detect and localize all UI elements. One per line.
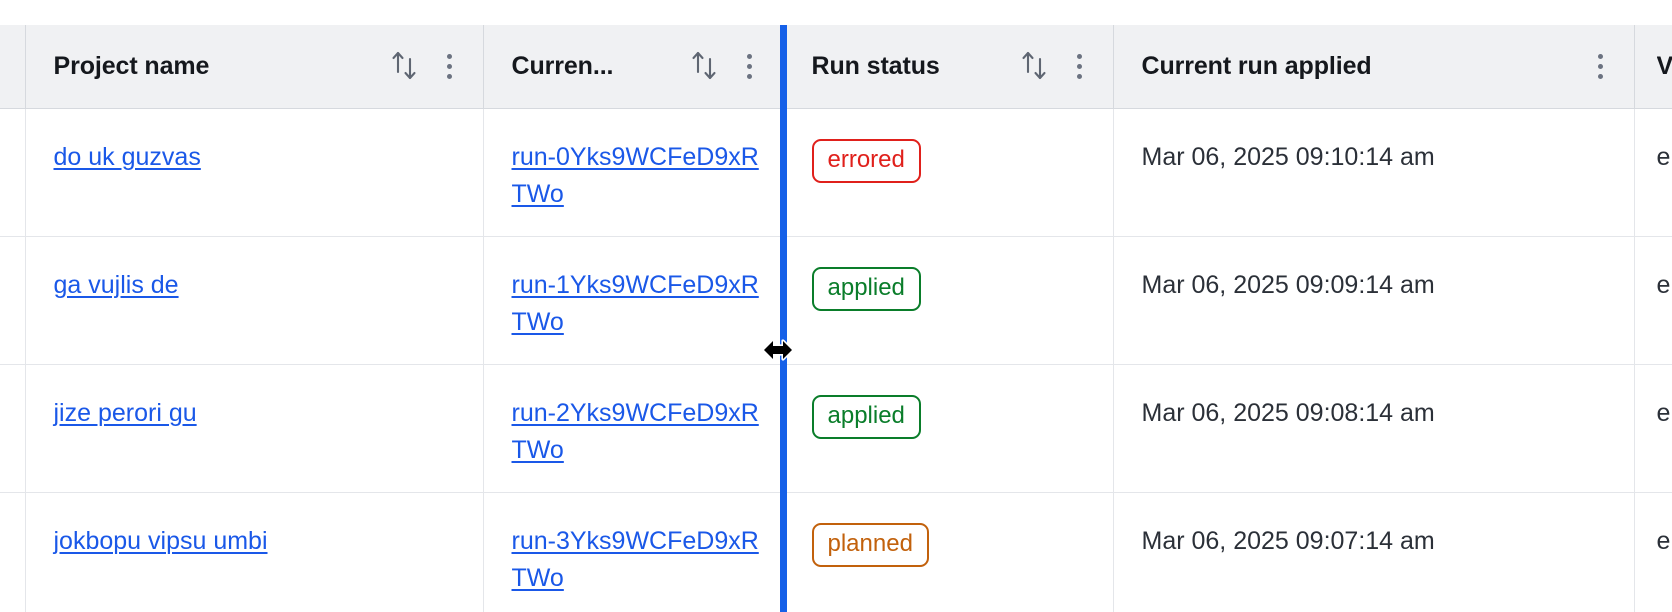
kebab-dot [1077, 73, 1082, 79]
kebab-dot [1598, 73, 1603, 79]
cell-current-run-applied: Mar 06, 2025 09:08:14 am [1113, 364, 1635, 493]
kebab-dot [1077, 53, 1082, 59]
cell-current-run: run-2Yks9WCFeD9xRTWo [483, 364, 784, 493]
column-header-current-run-applied[interactable]: Current run applied [1113, 25, 1635, 109]
kebab-dot [1077, 63, 1082, 69]
top-strip-gutter [0, 0, 25, 25]
table-row[interactable]: do uk guzvas run-0Yks9WCFeD9xRTWo errore… [0, 108, 1672, 237]
cell-run-status: applied [783, 236, 1114, 365]
current-run-link[interactable]: run-1Yks9WCFeD9xRTWo [511, 270, 759, 336]
status-badge: errored [811, 138, 921, 183]
kebab-menu-icon[interactable] [1065, 46, 1095, 86]
column-header-label-project-name: Project name [53, 51, 210, 80]
header-gutter-cell [0, 25, 26, 109]
cell-current-run-applied: Mar 06, 2025 09:10:14 am [1113, 108, 1635, 237]
kebab-menu-icon[interactable] [735, 46, 765, 86]
kebab-dot [747, 53, 752, 59]
table-row[interactable]: jize perori gu run-2Yks9WCFeD9xRTWo appl… [0, 364, 1672, 493]
current-run-applied-text: Mar 06, 2025 09:08:14 am [1141, 398, 1435, 427]
cell-project-name: jokbopu vipsu umbi [25, 492, 484, 612]
table-row[interactable]: jokbopu vipsu umbi run-3Yks9WCFeD9xRTWo … [0, 492, 1672, 612]
cell-run-status: errored [783, 108, 1114, 237]
cell-project-name: ga vujlis de [25, 236, 484, 365]
table-body: do uk guzvas run-0Yks9WCFeD9xRTWo errore… [0, 108, 1672, 612]
row-gutter-cell [0, 492, 26, 612]
cell-current-run: run-1Yks9WCFeD9xRTWo [483, 236, 784, 365]
table-header-row: Project name [0, 25, 1672, 109]
project-name-link[interactable]: jize perori gu [53, 398, 197, 427]
kebab-dot [747, 63, 752, 69]
row-gutter-cell [0, 108, 26, 237]
partial-cell-text: e [1656, 270, 1671, 299]
cell-current-run-applied: Mar 06, 2025 09:07:14 am [1113, 492, 1635, 612]
column-header-label-current-run: Curren... [511, 51, 614, 80]
partial-cell-text: e [1656, 142, 1671, 171]
kebab-dot [1598, 53, 1603, 59]
cell-project-name: jize perori gu [25, 364, 484, 493]
partial-cell-text: e [1656, 398, 1671, 427]
column-resize-indicator[interactable] [780, 25, 787, 612]
column-header-run-status[interactable]: Run status [783, 25, 1114, 109]
cell-run-status: applied [783, 364, 1114, 493]
cell-current-run-applied: Mar 06, 2025 09:09:14 am [1113, 236, 1635, 365]
kebab-dot [447, 73, 452, 79]
project-name-link[interactable]: do uk guzvas [53, 142, 201, 171]
row-gutter-cell [0, 236, 26, 365]
column-header-label-current-run-applied: Current run applied [1141, 51, 1372, 80]
current-run-applied-text: Mar 06, 2025 09:09:14 am [1141, 270, 1435, 299]
status-badge: applied [811, 394, 921, 439]
kebab-menu-icon[interactable] [435, 46, 465, 86]
kebab-menu-icon[interactable] [1586, 46, 1616, 86]
table-top-strip [0, 0, 1672, 25]
kebab-dot [447, 63, 452, 69]
current-run-applied-text: Mar 06, 2025 09:10:14 am [1141, 142, 1435, 171]
cell-partial: e [1634, 236, 1672, 365]
current-run-applied-text: Mar 06, 2025 09:07:14 am [1141, 526, 1435, 555]
current-run-link[interactable]: run-3Yks9WCFeD9xRTWo [511, 526, 759, 592]
partial-cell-text: e [1656, 526, 1671, 555]
column-header-current-run[interactable]: Curren... [483, 25, 784, 109]
sort-arrows-icon[interactable] [1017, 46, 1051, 86]
cell-project-name: do uk guzvas [25, 108, 484, 237]
table-header: Project name [0, 25, 1672, 109]
current-run-link[interactable]: run-0Yks9WCFeD9xRTWo [511, 142, 759, 208]
sort-arrows-icon[interactable] [387, 46, 421, 86]
cell-run-status: planned [783, 492, 1114, 612]
kebab-dot [1598, 63, 1603, 69]
current-run-link[interactable]: run-2Yks9WCFeD9xRTWo [511, 398, 759, 464]
cell-partial: e [1634, 492, 1672, 612]
column-header-partial[interactable]: V [1634, 25, 1672, 109]
kebab-dot [447, 53, 452, 59]
column-header-project-name[interactable]: Project name [25, 25, 484, 109]
cell-partial: e [1634, 364, 1672, 493]
kebab-dot [747, 73, 752, 79]
cell-current-run: run-0Yks9WCFeD9xRTWo [483, 108, 784, 237]
project-name-link[interactable]: jokbopu vipsu umbi [53, 526, 268, 555]
status-badge: planned [811, 522, 929, 567]
status-badge: applied [811, 266, 921, 311]
column-header-label-partial: V [1656, 51, 1672, 80]
column-header-label-run-status: Run status [811, 51, 940, 80]
table-row[interactable]: ga vujlis de run-1Yks9WCFeD9xRTWo applie… [0, 236, 1672, 365]
projects-table: Project name [0, 25, 1672, 612]
sort-arrows-icon[interactable] [687, 46, 721, 86]
cell-partial: e [1634, 108, 1672, 237]
cell-current-run: run-3Yks9WCFeD9xRTWo [483, 492, 784, 612]
row-gutter-cell [0, 364, 26, 493]
project-name-link[interactable]: ga vujlis de [53, 270, 179, 299]
